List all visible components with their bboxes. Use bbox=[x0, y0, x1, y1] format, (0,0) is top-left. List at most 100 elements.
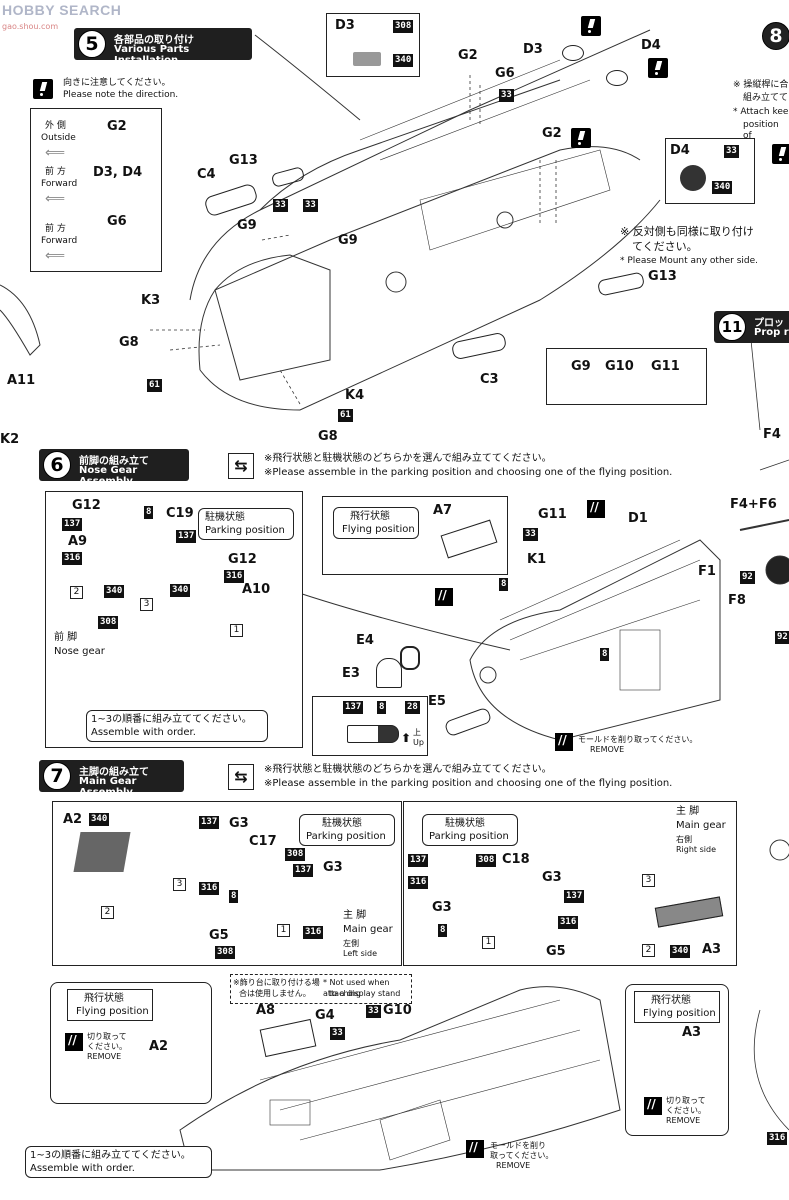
flying-en: Flying position bbox=[76, 1006, 149, 1017]
e3-part-shape bbox=[376, 658, 402, 688]
up-en: Up bbox=[413, 738, 424, 747]
remove-icon bbox=[555, 733, 573, 751]
step7-left-parking-box: A2 340 137 G3 C17 308 137 G3 316 8 3 2 1… bbox=[52, 801, 402, 966]
nose-gear-en: Nose gear bbox=[54, 646, 105, 657]
caution-icon bbox=[571, 128, 591, 148]
color-code-8: 8 bbox=[499, 578, 509, 591]
g13-part-shape bbox=[596, 271, 646, 297]
part-f4-f6: F4+F6 bbox=[730, 497, 777, 512]
part-g13: G13 bbox=[648, 269, 677, 284]
part-g3: G3 bbox=[542, 870, 562, 885]
caution-icon bbox=[648, 58, 668, 78]
arrow-left-icon: ⟸ bbox=[45, 191, 66, 207]
part-k3: K3 bbox=[141, 293, 161, 308]
remove-icon bbox=[644, 1097, 662, 1115]
small-part-g11: G11 bbox=[651, 359, 680, 374]
d3-part-shape bbox=[353, 52, 381, 66]
remove-icon bbox=[587, 500, 605, 518]
part-g4: G4 bbox=[315, 1008, 335, 1023]
flying-en: Flying position bbox=[342, 524, 415, 535]
step-title-jp: 各部品の取り付け bbox=[114, 35, 194, 46]
legend-1-part: G2 bbox=[107, 119, 127, 134]
part-a2: A2 bbox=[63, 812, 83, 827]
step6-header: 6 前脚の組み立て Nose Gear Assembly bbox=[39, 449, 189, 487]
cut-jp2: ください。 bbox=[87, 1042, 127, 1051]
color-code-137: 137 bbox=[564, 890, 585, 903]
step7-parking-label: 駐機状態 Parking position bbox=[422, 814, 518, 846]
color-code-308: 308 bbox=[215, 946, 236, 959]
direction-note-jp: 向きに注意してください。 bbox=[63, 78, 171, 88]
mirror-note-en: * Please Mount any other side. bbox=[620, 256, 759, 266]
direction-legend: 外 側 Outside ⟸ G2 前 方 Forward ⟸ D3, D4 前 … bbox=[30, 108, 162, 272]
choose-jp: ※飛行状態と駐機状態のどちらかを選んで組み立ててください。 bbox=[264, 453, 552, 464]
nose-gear-jp: 前 脚 bbox=[54, 632, 78, 643]
color-code-61: 61 bbox=[338, 409, 353, 422]
flying-jp: 飛行状態 bbox=[350, 511, 390, 522]
order-en: Assemble with order. bbox=[30, 1163, 135, 1174]
e5-part-shape bbox=[443, 706, 493, 738]
a3-part-shape bbox=[654, 896, 724, 928]
order-jp: 1~3の順番に組み立ててください。 bbox=[30, 1150, 191, 1161]
color-code-33: 33 bbox=[366, 1005, 381, 1018]
part-e3: E3 bbox=[342, 666, 360, 681]
flying-label: 飛行状態 Flying position bbox=[634, 991, 720, 1023]
remove2-jp1: モールドを削り bbox=[490, 1141, 546, 1150]
step7-flying-right: 飛行状態 Flying position A3 切り取って ください。 REMO… bbox=[625, 984, 729, 1136]
part-f1: F1 bbox=[698, 564, 716, 579]
color-code-316: 316 bbox=[408, 876, 429, 889]
flying-jp: 飛行状態 bbox=[84, 993, 124, 1004]
swap-arrows-icon: ⇆ bbox=[228, 453, 254, 479]
color-code-340: 340 bbox=[670, 945, 691, 958]
part-a10: A10 bbox=[242, 582, 271, 597]
color-code-28: 28 bbox=[405, 701, 420, 714]
part-f4: F4 bbox=[763, 427, 781, 442]
part-a9: A9 bbox=[68, 534, 88, 549]
color-code-308: 308 bbox=[476, 854, 497, 867]
color-code-33: 33 bbox=[273, 199, 288, 212]
part-g13: G13 bbox=[229, 153, 258, 168]
remove-note-en: REMOVE bbox=[590, 745, 625, 754]
color-code-137: 137 bbox=[408, 854, 429, 867]
color-code: 340 bbox=[393, 54, 414, 67]
arrow-left-icon: ⟸ bbox=[45, 145, 66, 161]
part-d1: D1 bbox=[628, 511, 648, 526]
color-code-308: 308 bbox=[98, 616, 119, 629]
step8-note-jp2: 組み立てて bbox=[743, 93, 789, 103]
color-code-8: 8 bbox=[377, 701, 387, 714]
color-code-8: 8 bbox=[438, 924, 448, 937]
e5-part-shape bbox=[347, 725, 399, 743]
color-code-92: 92 bbox=[775, 631, 789, 644]
parking-en: Parking position bbox=[429, 831, 509, 842]
step-order-1: 1 bbox=[482, 936, 495, 949]
d3-label: D3 bbox=[335, 18, 355, 33]
small-part-g9: G9 bbox=[571, 359, 591, 374]
arrow-left-icon: ⟸ bbox=[45, 248, 66, 264]
color-code: 308 bbox=[393, 20, 414, 33]
d3-part-shape bbox=[562, 45, 584, 61]
step8-note-en2: position of bbox=[743, 120, 779, 141]
order-note: 1~3の順番に組み立ててください。 Assemble with order. bbox=[86, 710, 268, 742]
step7-right-parking-box: 駐機状態 Parking position 137 308 C18 316 G3… bbox=[403, 801, 737, 966]
step8-note-en1: * Attach kee bbox=[733, 107, 789, 117]
color-code-33: 33 bbox=[499, 89, 514, 102]
legend-3-jp: 前 方 bbox=[45, 224, 66, 234]
step-title-en: Nose Gear Assembly bbox=[79, 465, 138, 487]
step-title-en: Main Gear Assembly bbox=[79, 776, 137, 798]
parking-en: Parking position bbox=[306, 831, 386, 842]
step-order-3: 3 bbox=[173, 878, 186, 891]
step8-note-jp1: ※ 操縦桿に合 bbox=[733, 80, 789, 90]
cut-jp1: 切り取って bbox=[666, 1096, 706, 1105]
color-code-137: 137 bbox=[62, 518, 83, 531]
legend-3-part: G6 bbox=[107, 214, 127, 229]
small-part-g10: G10 bbox=[605, 359, 634, 374]
remove-icon bbox=[435, 588, 453, 606]
color-code-137: 137 bbox=[293, 864, 314, 877]
remove-icon bbox=[466, 1140, 484, 1158]
caution-icon bbox=[33, 79, 53, 99]
flying-label: 飛行状態 Flying position bbox=[67, 989, 153, 1021]
flying-label: 飛行状態 Flying position bbox=[333, 507, 419, 539]
part-g5: G5 bbox=[209, 928, 229, 943]
part-a3: A3 bbox=[682, 1025, 702, 1040]
parking-en: Parking position bbox=[205, 525, 285, 536]
mirror-note-jp1: ※ 反対側も同様に取り付け bbox=[620, 225, 754, 238]
